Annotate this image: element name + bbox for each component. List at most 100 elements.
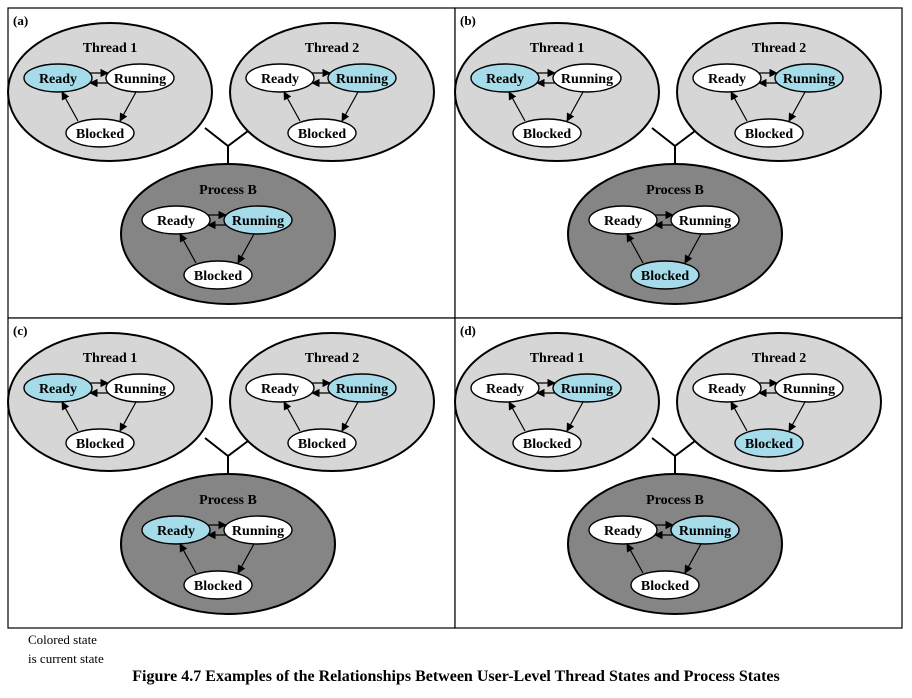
state-label-running: Running (679, 214, 731, 229)
process-ellipse (120, 163, 336, 305)
arrow-running-to-blocked (119, 401, 137, 432)
group-connector (651, 127, 700, 165)
state-blocked-current (630, 260, 700, 290)
process-ellipse (567, 163, 783, 305)
state-blocked (287, 118, 357, 148)
state-label-running: Running (232, 524, 284, 539)
group-title: Process B (199, 183, 257, 198)
state-label-running: Running (336, 72, 388, 87)
state-blocked (734, 118, 804, 148)
state-label-running: Running (336, 382, 388, 397)
group-connector (204, 127, 253, 165)
state-ready (588, 515, 658, 545)
group-title: Thread 1 (83, 41, 138, 56)
state-label-ready: Ready (39, 382, 77, 397)
state-running (670, 205, 740, 235)
state-label-ready: Ready (708, 382, 746, 397)
state-label-blocked: Blocked (298, 437, 346, 452)
state-running (105, 373, 175, 403)
state-label-ready: Ready (39, 72, 77, 87)
state-running-current (223, 205, 293, 235)
group-title: Process B (646, 183, 704, 198)
state-label-blocked: Blocked (745, 127, 793, 142)
group-title: Thread 1 (83, 351, 138, 366)
arrow-running-to-blocked (566, 91, 584, 122)
arrow-running-to-blocked (237, 233, 255, 264)
arrow-blocked-to-ready (626, 543, 644, 574)
process-ellipse (120, 473, 336, 615)
arrow-blocked-to-ready (61, 91, 79, 122)
state-ready-current (23, 373, 93, 403)
arrow-blocked-to-ready (508, 91, 526, 122)
state-running-current (670, 515, 740, 545)
state-running (223, 515, 293, 545)
state-running-current (774, 63, 844, 93)
state-ready-current (141, 515, 211, 545)
state-label-blocked: Blocked (641, 269, 689, 284)
thread-ellipse (454, 332, 660, 472)
thread-ellipse (229, 332, 435, 472)
state-label-ready: Ready (604, 524, 642, 539)
arrow-running-to-blocked (341, 401, 359, 432)
state-running (552, 63, 622, 93)
panel-label: (c) (13, 323, 27, 338)
state-label-blocked: Blocked (641, 579, 689, 594)
state-label-blocked: Blocked (523, 437, 571, 452)
state-label-blocked: Blocked (745, 437, 793, 452)
thread-ellipse (229, 22, 435, 162)
state-label-blocked: Blocked (523, 127, 571, 142)
panel-label: (d) (460, 323, 476, 338)
arrow-running-to-blocked (788, 91, 806, 122)
thread-ellipse (454, 22, 660, 162)
group-title: Thread 2 (752, 41, 807, 56)
panel-label: (a) (13, 13, 28, 28)
arrow-blocked-to-ready (179, 543, 197, 574)
arrow-blocked-to-ready (730, 401, 748, 432)
state-ready-current (23, 63, 93, 93)
state-ready (588, 205, 658, 235)
legend-line-2: is current state (28, 651, 104, 666)
state-label-running: Running (561, 72, 613, 87)
thread-ellipse (7, 332, 213, 472)
state-ready (692, 373, 762, 403)
group-connector (204, 437, 253, 475)
state-label-running: Running (783, 72, 835, 87)
arrow-blocked-to-ready (179, 233, 197, 264)
arrow-running-to-blocked (684, 543, 702, 574)
group-title: Process B (199, 493, 257, 508)
state-blocked (630, 570, 700, 600)
state-label-running: Running (114, 382, 166, 397)
state-label-ready: Ready (708, 72, 746, 87)
state-label-running: Running (114, 72, 166, 87)
arrow-blocked-to-ready (730, 91, 748, 122)
state-label-ready: Ready (486, 72, 524, 87)
panel-label: (b) (460, 13, 476, 28)
state-ready (245, 373, 315, 403)
state-blocked (512, 428, 582, 458)
state-running-current (327, 63, 397, 93)
arrow-blocked-to-ready (283, 401, 301, 432)
state-ready (692, 63, 762, 93)
arrow-running-to-blocked (119, 91, 137, 122)
state-blocked (183, 260, 253, 290)
thread-ellipse (676, 22, 882, 162)
arrow-blocked-to-ready (508, 401, 526, 432)
state-label-ready: Ready (604, 214, 642, 229)
state-ready (245, 63, 315, 93)
process-ellipse (567, 473, 783, 615)
group-connector (651, 437, 700, 475)
state-blocked (183, 570, 253, 600)
state-label-running: Running (232, 214, 284, 229)
state-ready-current (470, 63, 540, 93)
